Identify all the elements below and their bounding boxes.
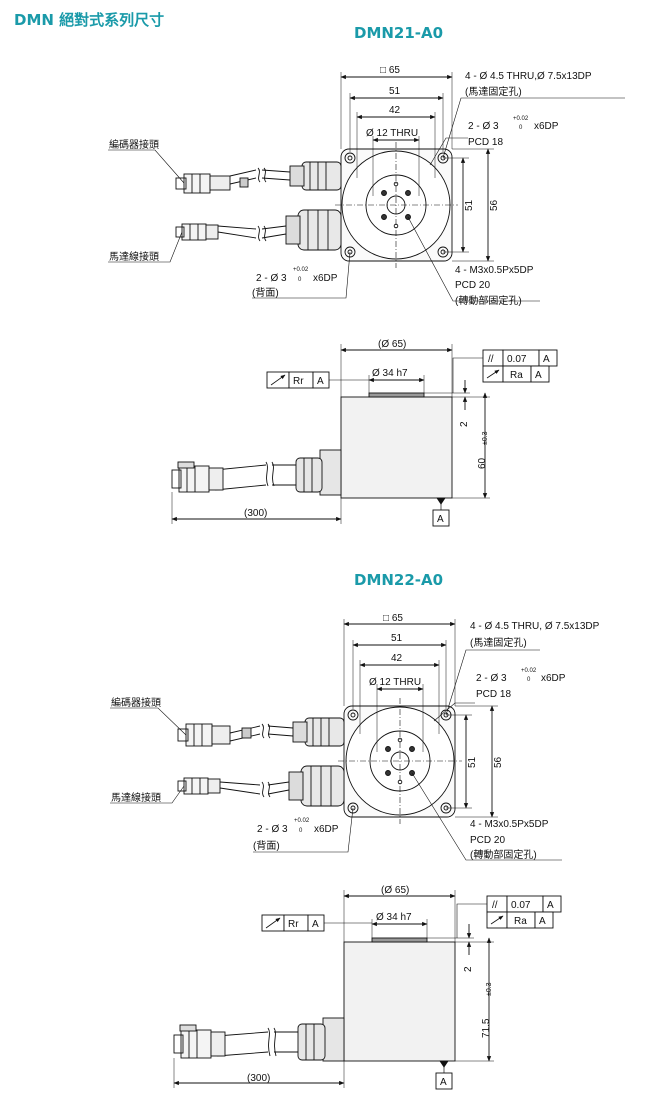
dim-42: 42: [389, 105, 401, 116]
dmn21-front-labels: □ 65 51 42 Ø 12 THRU 51 56 4 - Ø 4.5 THR…: [109, 65, 592, 307]
note-pin-depth: x6DP: [534, 121, 559, 132]
tol-parallel-value: 0.07: [507, 354, 527, 365]
svg-text:0: 0: [527, 677, 531, 683]
dim-shaft: Ø 34 h7: [372, 368, 408, 379]
svg-text:A: A: [440, 1077, 447, 1088]
note-pcd18: PCD 18: [468, 137, 503, 148]
svg-text:編碼器接頭: 編碼器接頭: [111, 696, 161, 709]
dmn22-side-labels: (Ø 65) Ø 34 h7 // 0.07 A Ra A Rr A 2 71.…: [247, 885, 554, 1088]
tol-datum-a-3: A: [317, 376, 324, 387]
svg-text:x6DP: x6DP: [314, 824, 339, 835]
label-encoder-connector: 編碼器接頭: [109, 138, 159, 151]
dim-bore: Ø 12 THRU: [366, 128, 418, 139]
page-title: DMN 絕對式系列尺寸: [14, 11, 165, 29]
svg-text:x6DP: x6DP: [541, 673, 566, 684]
svg-text:A: A: [547, 900, 554, 911]
svg-text:Ø 12 THRU: Ø 12 THRU: [369, 677, 421, 688]
svg-text:(Ø 65): (Ø 65): [381, 885, 409, 896]
svg-text:4 - Ø 4.5 THRU, Ø 7.5x13DP: 4 - Ø 4.5 THRU, Ø 7.5x13DP: [470, 621, 600, 632]
svg-text:A: A: [312, 919, 319, 930]
svg-text://: //: [492, 900, 498, 911]
model-title-dmn21: DMN21-A0: [354, 24, 444, 42]
dim-height-tol: ±0.3: [482, 431, 489, 445]
svg-text:51: 51: [391, 633, 403, 644]
note-back-tol: +0.02: [293, 267, 309, 273]
svg-text:(300): (300): [247, 1073, 270, 1084]
svg-text:Ø 34 h7: Ø 34 h7: [376, 912, 412, 923]
svg-text:2 - Ø 3: 2 - Ø 3: [257, 824, 288, 835]
dim-square: □ 65: [380, 65, 400, 76]
note-mount-hole-label: (馬達固定孔): [465, 85, 522, 98]
svg-text:(馬達固定孔): (馬達固定孔): [470, 636, 527, 649]
svg-text:2: 2: [463, 966, 474, 972]
svg-text:(轉動部固定孔): (轉動部固定孔): [470, 848, 537, 861]
svg-text:±0.3: ±0.3: [486, 982, 493, 996]
tol-ra: Ra: [510, 370, 523, 381]
dim-56-vertical: 56: [489, 199, 500, 211]
tol-datum-a-2: A: [535, 370, 542, 381]
note-pin-tol2: 0: [519, 125, 523, 131]
svg-text:PCD 20: PCD 20: [470, 835, 505, 846]
svg-text:0: 0: [299, 828, 303, 834]
dim-cable: (300): [244, 508, 267, 519]
dim-diameter: (Ø 65): [378, 339, 406, 350]
note-back-tol2: 0: [298, 277, 302, 283]
dmn21-front-view: [108, 72, 625, 302]
dim-height: 60: [477, 457, 488, 469]
svg-text:(背面): (背面): [253, 839, 280, 852]
dmn21-side-labels: (Ø 65) Ø 34 h7 // 0.07 A Ra A Rr A 2 60 …: [244, 339, 550, 525]
note-back-pin: 2 - Ø 3: [256, 273, 287, 284]
svg-text:4 - M3x0.5Px5DP: 4 - M3x0.5Px5DP: [470, 819, 549, 830]
svg-text:+0.02: +0.02: [294, 818, 310, 824]
tol-rr: Rr: [293, 376, 304, 387]
svg-text:42: 42: [391, 653, 403, 664]
note-tap: 4 - M3x0.5Px5DP: [455, 265, 534, 276]
svg-text:71.5: 71.5: [481, 1018, 492, 1038]
dim-2: 2: [459, 421, 470, 427]
datum-label: A: [437, 514, 444, 525]
svg-text:56: 56: [493, 756, 504, 768]
note-tap-label: (轉動部固定孔): [455, 294, 522, 307]
svg-text:2 - Ø 3: 2 - Ø 3: [476, 673, 507, 684]
note-pin-hole: 2 - Ø 3: [468, 121, 499, 132]
dim-51: 51: [389, 86, 401, 97]
dim-51-vertical: 51: [464, 199, 475, 211]
tol-parallel-symbol: //: [488, 354, 494, 365]
model-title-dmn22: DMN22-A0: [354, 571, 444, 589]
note-pin-tol: +0.02: [513, 116, 529, 122]
dmn22-front-labels: □ 65 51 42 Ø 12 THRU 51 56 4 - Ø 4.5 THR…: [111, 613, 600, 861]
svg-text:51: 51: [467, 756, 478, 768]
svg-text:A: A: [539, 916, 546, 927]
dmn22-side-view: [173, 890, 562, 1090]
svg-text:Rr: Rr: [288, 919, 299, 930]
dmn22-front-view: [110, 619, 562, 861]
label-motor-connector: 馬達線接頭: [109, 250, 159, 263]
svg-text:Ra: Ra: [514, 916, 527, 927]
svg-text:馬達線接頭: 馬達線接頭: [111, 791, 161, 804]
note-back-label: (背面): [252, 286, 279, 299]
svg-text:+0.02: +0.02: [521, 668, 537, 674]
svg-text:PCD 18: PCD 18: [476, 689, 511, 700]
note-mount-hole: 4 - Ø 4.5 THRU,Ø 7.5x13DP: [465, 71, 592, 82]
svg-text:□ 65: □ 65: [383, 613, 403, 624]
note-back-depth: x6DP: [313, 273, 338, 284]
svg-text:0.07: 0.07: [511, 900, 531, 911]
tol-datum-a: A: [543, 354, 550, 365]
note-pcd20: PCD 20: [455, 280, 490, 291]
dmn21-side-view: [171, 344, 558, 527]
